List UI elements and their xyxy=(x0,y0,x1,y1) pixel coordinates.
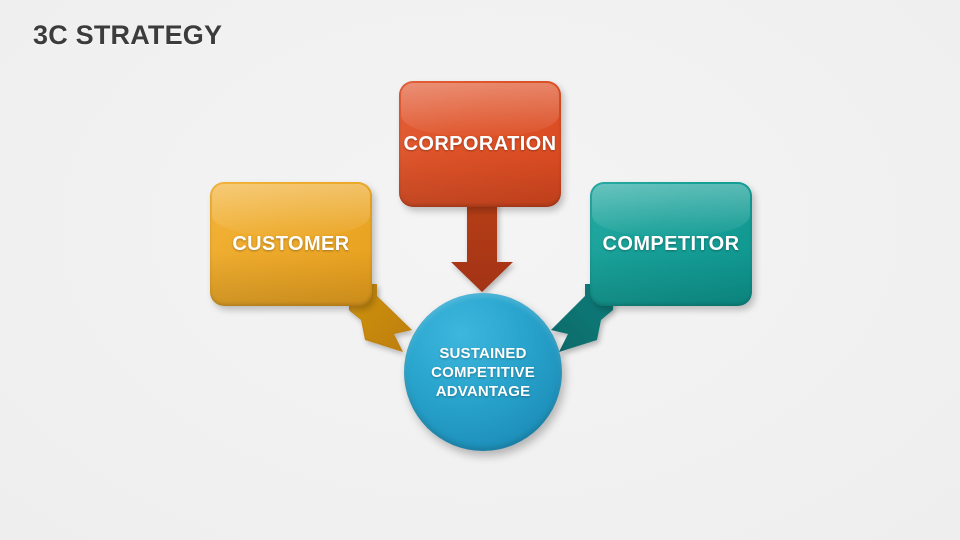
center-circle-sustained-competitive-advantage[interactable]: SUSTAINED COMPETITIVE ADVANTAGE xyxy=(404,293,562,451)
box-corporation-label: CORPORATION xyxy=(403,132,557,155)
box-corporation[interactable]: CORPORATION xyxy=(399,81,561,207)
page-title: 3C STRATEGY xyxy=(33,20,223,50)
center-circle-label-line-3: ADVANTAGE xyxy=(435,382,531,400)
box-competitor[interactable]: COMPETITOR xyxy=(590,182,752,306)
center-circle-label-line-1: SUSTAINED xyxy=(439,344,527,362)
box-customer-label: CUSTOMER xyxy=(232,232,350,255)
center-circle-label: SUSTAINED COMPETITIVE ADVANTAGE xyxy=(431,344,535,401)
box-customer[interactable]: CUSTOMER xyxy=(210,182,372,306)
arrow-corporation-to-center xyxy=(451,200,513,292)
box-competitor-label: COMPETITOR xyxy=(602,232,740,255)
center-circle-label-line-2: COMPETITIVE xyxy=(431,363,535,381)
